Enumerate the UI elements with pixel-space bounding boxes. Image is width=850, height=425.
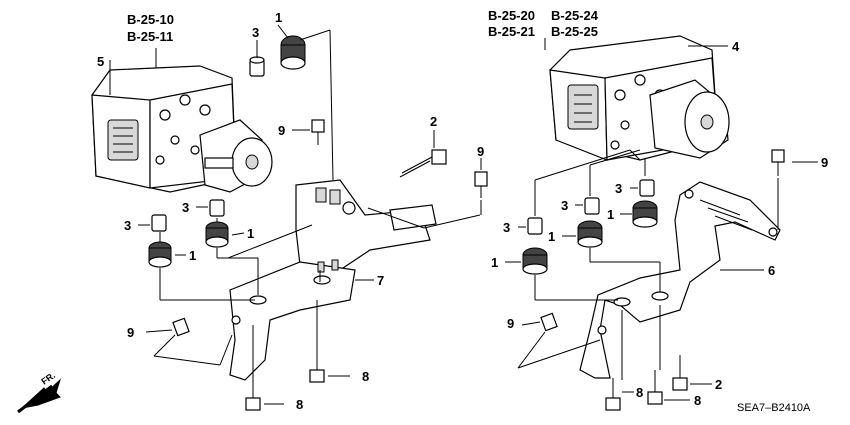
callout-9: 9 xyxy=(477,144,484,159)
abs-modulator-right xyxy=(549,35,730,161)
callout-3: 3 xyxy=(252,25,259,40)
callout-8: 8 xyxy=(636,385,643,400)
callout-7: 7 xyxy=(377,273,384,288)
ref-left-2: B-25-11 xyxy=(127,29,173,44)
callout-2: 2 xyxy=(715,377,722,392)
callout-8: 8 xyxy=(694,393,701,408)
ref-right-1a: B-25-20 xyxy=(488,8,535,23)
left-leaders xyxy=(109,24,482,405)
callout-4: 4 xyxy=(732,39,740,54)
right-fasteners xyxy=(522,149,785,411)
ref-right-2b: B-25-25 xyxy=(551,24,598,39)
diagram-code: SEA7–B2410A xyxy=(737,402,811,414)
callout-3: 3 xyxy=(561,198,568,213)
callout-3: 3 xyxy=(615,181,622,196)
callout-1: 1 xyxy=(189,248,196,263)
ref-right-2a: B-25-21 xyxy=(488,24,535,39)
callout-1: 1 xyxy=(607,207,614,222)
left-fasteners xyxy=(148,35,488,411)
bracket-right xyxy=(579,181,781,379)
callout-9: 9 xyxy=(127,325,134,340)
callout-8: 8 xyxy=(296,397,303,412)
callout-1: 1 xyxy=(548,229,555,244)
callout-9: 9 xyxy=(821,155,828,170)
front-direction-label: FR. xyxy=(39,370,57,387)
callout-1: 1 xyxy=(491,255,498,270)
callout-3: 3 xyxy=(182,200,189,215)
callout-1: 1 xyxy=(275,10,282,25)
callout-3: 3 xyxy=(503,220,510,235)
callout-9: 9 xyxy=(278,123,285,138)
bracket-left xyxy=(229,179,437,381)
front-direction-arrow-icon xyxy=(17,378,62,414)
callout-3: 3 xyxy=(124,218,131,233)
callout-9: 9 xyxy=(507,316,514,331)
callout-2: 2 xyxy=(430,114,437,129)
ref-right-1b: B-25-24 xyxy=(551,8,599,23)
callout-6: 6 xyxy=(768,263,775,278)
right-leaders xyxy=(505,38,818,401)
callout-8: 8 xyxy=(362,369,369,384)
callout-1: 1 xyxy=(247,226,254,241)
callout-5: 5 xyxy=(97,54,104,69)
abs-modulator-left xyxy=(91,65,273,193)
ref-left-1: B-25-10 xyxy=(127,12,174,27)
